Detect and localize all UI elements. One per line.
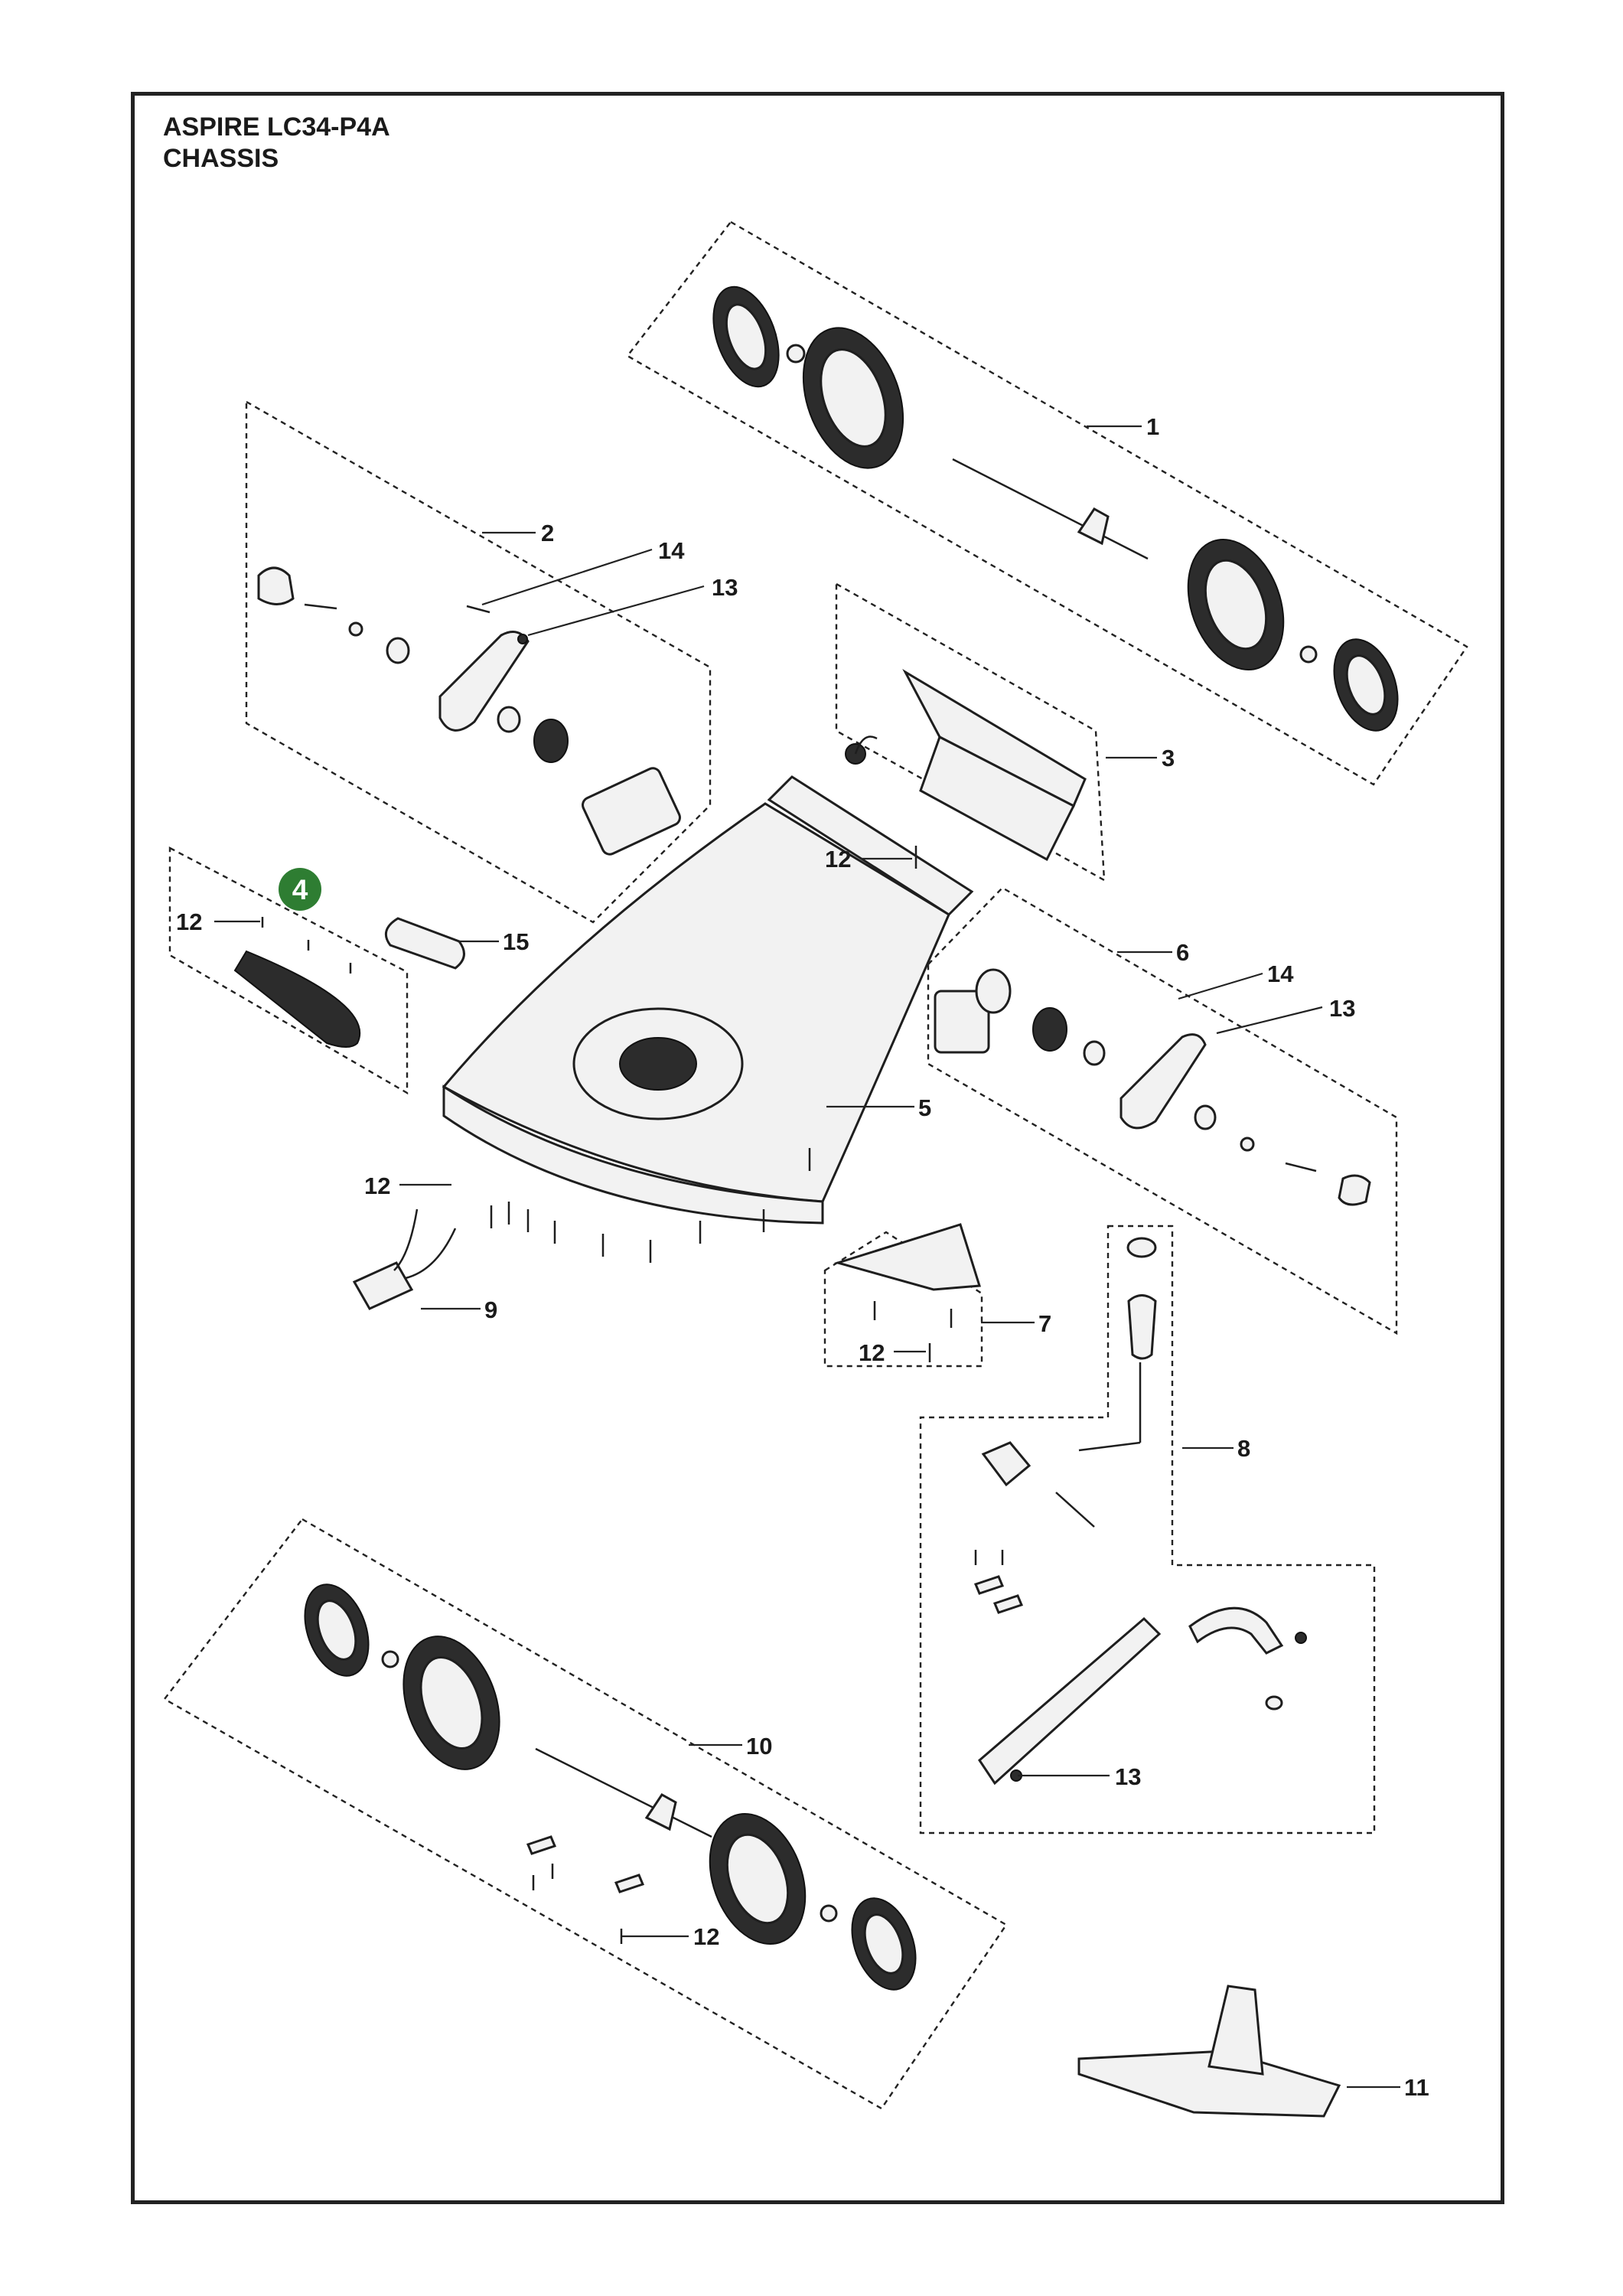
callout-11: 11 — [1404, 2074, 1429, 2101]
callout-8: 8 — [1237, 1435, 1250, 1462]
page-title: ASPIRE LC34-P4A CHASSIS — [163, 112, 390, 174]
rear-flap — [835, 582, 1157, 882]
height-adjuster-right — [927, 886, 1398, 1336]
callout-14-right: 14 — [1267, 960, 1294, 987]
discharge-chute — [823, 1223, 1035, 1368]
callout-12-rear-deck: 12 — [825, 846, 851, 872]
height-adjuster-left — [245, 400, 712, 924]
callout-13-top: 13 — [712, 574, 738, 601]
highlight-marker — [279, 868, 321, 911]
callout-12-bumper: 12 — [176, 908, 202, 935]
callout-13-right: 13 — [1329, 995, 1355, 1022]
deck-screws — [399, 1148, 811, 1263]
model-name: ASPIRE LC34-P4A — [163, 113, 390, 142]
callout-12-deck: 12 — [364, 1172, 390, 1199]
callout-5: 5 — [918, 1094, 931, 1121]
callout-12-front: 12 — [693, 1923, 719, 1950]
callout-3: 3 — [1162, 745, 1175, 771]
callout-12-chute: 12 — [859, 1339, 885, 1366]
front-axle-bracket — [352, 1208, 481, 1310]
section-name: CHASSIS — [163, 144, 279, 173]
callout-15: 15 — [503, 928, 529, 955]
callout-1: 1 — [1146, 413, 1159, 440]
callout-13-lever: 13 — [1115, 1763, 1141, 1790]
callout-10: 10 — [746, 1733, 772, 1760]
height-lever-mechanism — [919, 1225, 1376, 1835]
mower-deck — [442, 775, 974, 1225]
callout-2: 2 — [541, 520, 554, 546]
callout-9: 9 — [484, 1296, 497, 1323]
callout-7: 7 — [1038, 1310, 1051, 1337]
callout-6: 6 — [1176, 939, 1189, 966]
grass-catcher-frame — [1077, 1985, 1400, 2118]
front-bumper-group — [168, 846, 409, 1095]
roller-cylinder — [384, 917, 499, 970]
rear-wheel-assembly — [626, 220, 1468, 786]
highlight-label: 4 — [292, 874, 308, 905]
diagram-frame — [131, 92, 1504, 2204]
front-wheel-assembly — [163, 1518, 1008, 2110]
callout-14-top: 14 — [658, 537, 685, 564]
